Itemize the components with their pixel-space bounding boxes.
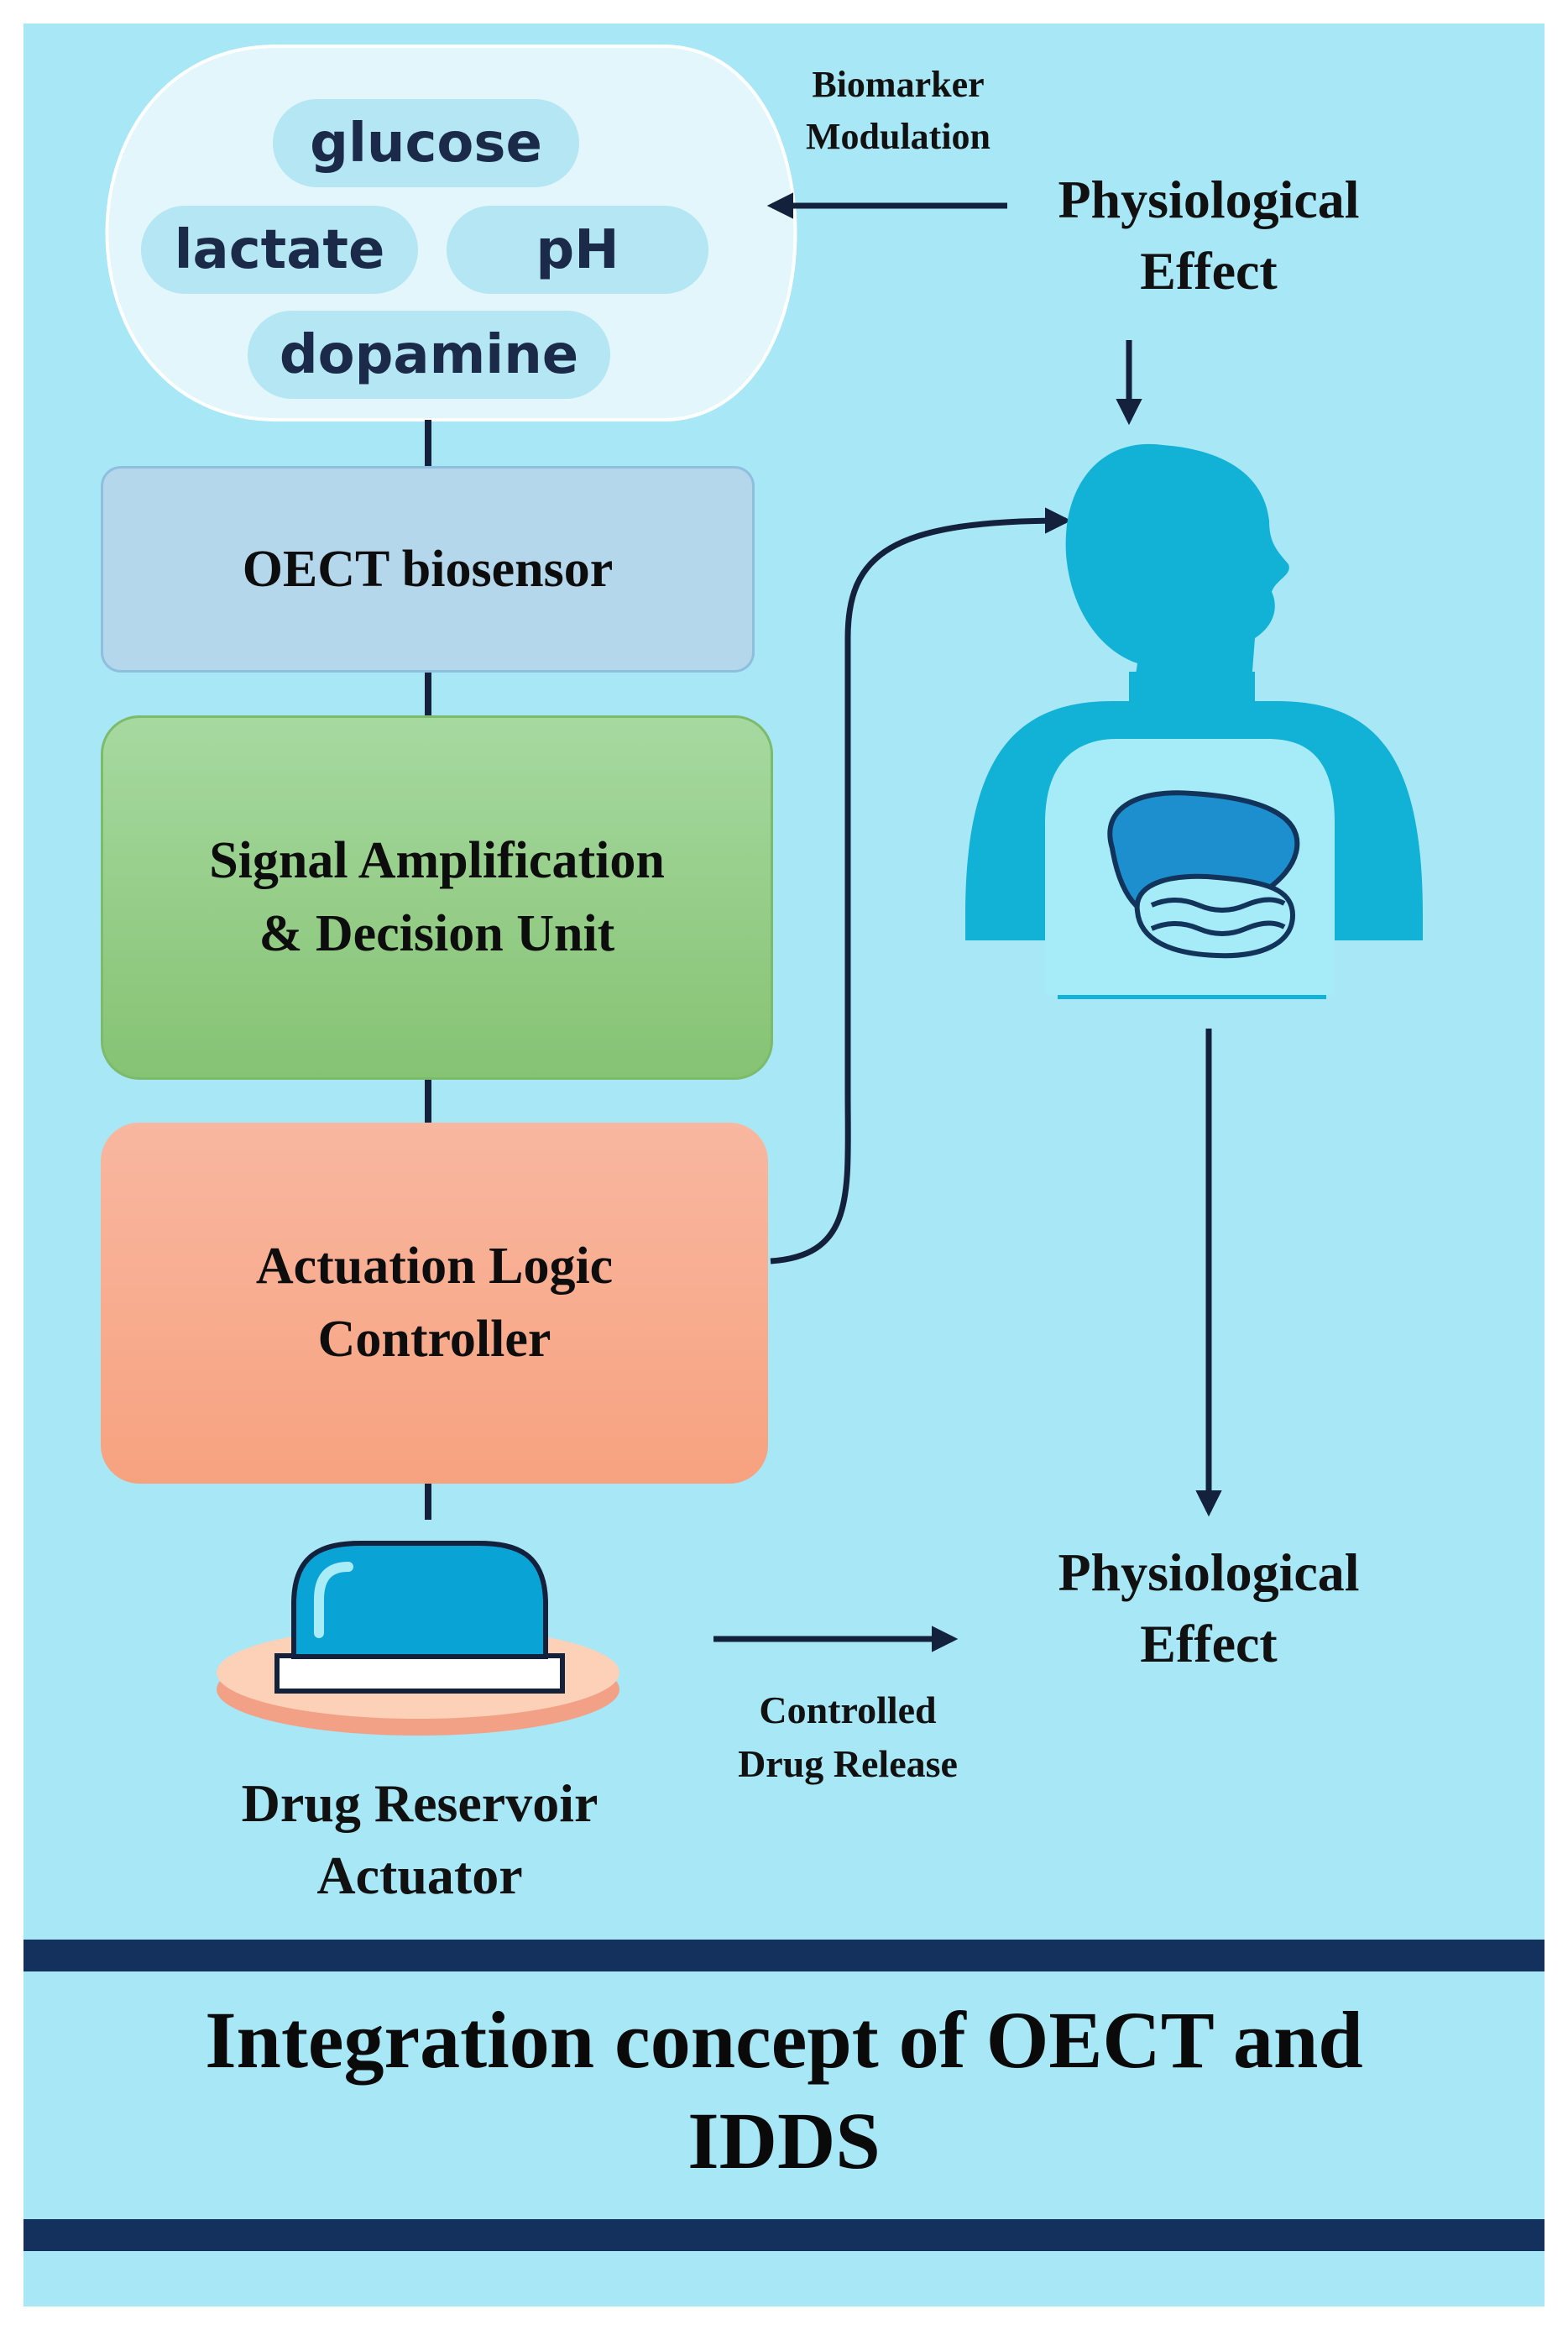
arrow-controller-to-human xyxy=(770,507,1072,1264)
signal-amplification-block: Signal Amplification & Decision Unit xyxy=(101,715,773,1080)
biomarker-lactate: lactate xyxy=(141,206,418,294)
actuation-controller-block: Actuation Logic Controller xyxy=(101,1123,768,1484)
biomarker-ph: pH xyxy=(447,206,708,294)
physiological-effect-bottom-label: Physiological Effect xyxy=(1058,1542,1360,1674)
title-bar-bottom xyxy=(24,2219,1544,2251)
physiological-effect-top-label: Physiological Effect xyxy=(1058,170,1360,301)
oect-biosensor-block: OECT biosensor xyxy=(101,466,755,673)
stomach-organ-icon xyxy=(1107,790,1300,959)
biomarker-dopamine: dopamine xyxy=(248,311,610,399)
drug-reservoir-dome-icon xyxy=(217,1541,619,1736)
biomarker-modulation-label: Biomarker Modulation xyxy=(805,64,991,157)
biomarker-glucose: glucose xyxy=(273,99,579,187)
title-bar-top xyxy=(24,1940,1544,1971)
figure-title: Integration concept of OECT and IDDS xyxy=(205,1995,1363,2186)
controlled-release-label: Controlled Drug Release xyxy=(738,1689,958,1786)
drug-reservoir-label: Drug Reservoir Actuator xyxy=(241,1773,598,1906)
